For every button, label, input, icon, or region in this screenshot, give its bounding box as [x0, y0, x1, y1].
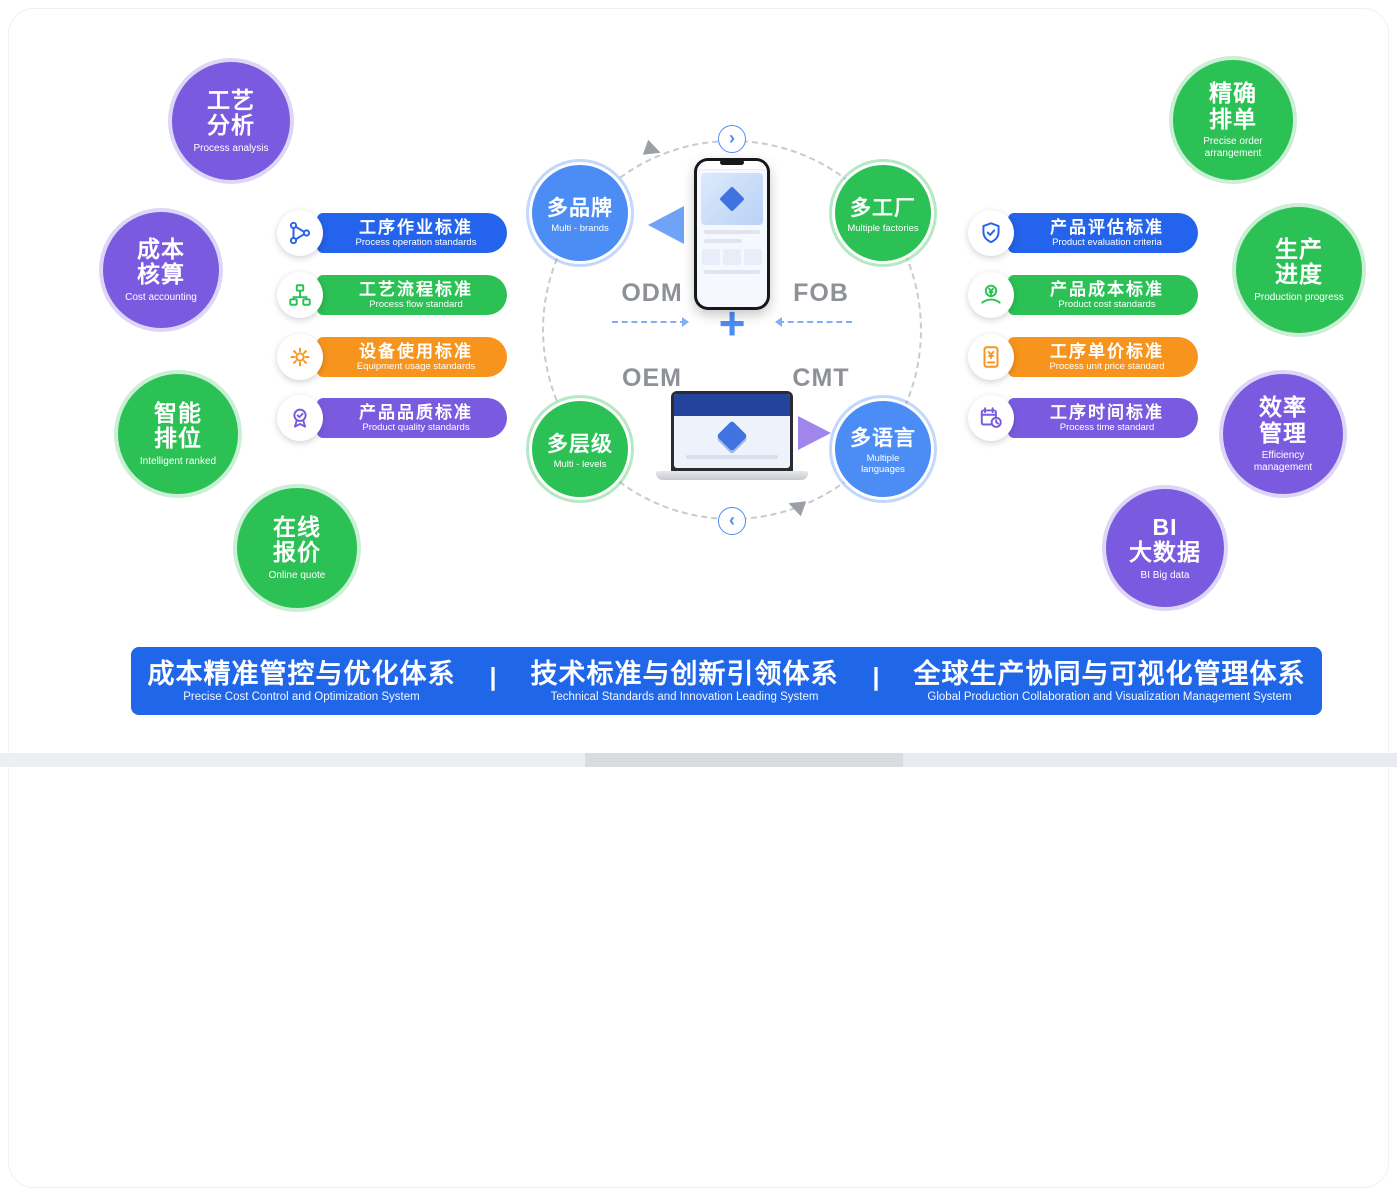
app-cube-logo-icon	[719, 186, 745, 212]
standard-banner-process-flow: 工艺流程标准 Process flow standard	[277, 272, 507, 318]
bottom-strip-right	[903, 753, 1397, 767]
standard-banner-label: 产品品质标准 Product quality standards	[317, 398, 507, 438]
footer-separator: |	[872, 662, 880, 691]
phone-mockup	[694, 158, 770, 310]
laptop-base	[656, 471, 808, 480]
standard-banner-equipment-usage: 设备使用标准 Equipment usage standards	[277, 334, 507, 380]
time-schedule-icon	[968, 395, 1014, 441]
standard-banner-label: 工序单价标准 Process unit price standard	[1008, 337, 1198, 377]
phone-notch	[720, 160, 744, 165]
standard-banner-label: 工序作业标准 Process operation standards	[317, 213, 507, 253]
laptop-mockup	[671, 391, 793, 471]
bubble-title-zh: 在线报价	[273, 513, 321, 566]
bubble-subtitle-en: Cost accounting	[125, 292, 197, 303]
standard-banner-product-cost: 产品成本标准 Product cost standards	[968, 272, 1198, 318]
shield-check-icon	[968, 210, 1014, 256]
bubble-subtitle-en: Production progress	[1254, 292, 1344, 303]
feature-bubble-process-analysis: 工艺分析 Process analysis	[172, 62, 290, 180]
feature-bubble-cost-accounting: 成本核算 Cost accounting	[103, 212, 219, 328]
standard-banner-process-time: 工序时间标准 Process time standard	[968, 395, 1198, 441]
feature-bubble-efficiency-management: 效率管理 Efficiency management	[1223, 374, 1343, 494]
standard-banner-label: 设备使用标准 Equipment usage standards	[317, 337, 507, 377]
feature-bubble-intelligent-ranking: 智能排位 Intelligent ranked	[118, 374, 238, 494]
carousel-next-button[interactable]: ›	[718, 125, 746, 153]
bubble-title-zh: 生产进度	[1275, 235, 1323, 288]
standard-banner-label: 工艺流程标准 Process flow standard	[317, 275, 507, 315]
mode-label-fob: FOB	[793, 279, 849, 307]
process-flow-icon	[277, 272, 323, 318]
price-document-icon	[968, 334, 1014, 380]
process-operation-icon	[277, 210, 323, 256]
bubble-title-zh: 智能排位	[154, 399, 202, 452]
dashed-arrow-left	[612, 317, 689, 327]
equipment-gear-icon	[277, 334, 323, 380]
footer-separator: |	[489, 662, 497, 691]
bubble-title-zh: 成本核算	[137, 235, 185, 288]
node-multi-levels: 多层级 Multi - levels	[532, 401, 628, 497]
laptop-screen-content	[674, 394, 790, 468]
mode-label-cmt: CMT	[792, 364, 850, 392]
phone-screen	[697, 161, 767, 307]
mode-label-oem: OEM	[622, 364, 682, 392]
footer-banner: 成本精准管控与优化体系 Precise Cost Control and Opt…	[131, 647, 1322, 715]
bubble-subtitle-en: Precise order arrangement	[1203, 136, 1263, 159]
standard-banner-label: 工序时间标准 Process time standard	[1008, 398, 1198, 438]
standard-banner-process-unit-price: 工序单价标准 Process unit price standard	[968, 334, 1198, 380]
feature-bubble-online-quote: 在线报价 Online quote	[237, 488, 357, 608]
footer-item-cost-control: 成本精准管控与优化体系 Precise Cost Control and Opt…	[147, 658, 456, 704]
bottom-strip-middle	[585, 753, 903, 767]
bottom-strip-left	[0, 753, 585, 767]
bubble-subtitle-en: Online quote	[268, 570, 326, 581]
arrow-to-languages-icon	[798, 416, 831, 450]
footer-item-global-collaboration: 全球生产协同与可视化管理体系 Global Production Collabo…	[913, 658, 1306, 704]
app-cube-logo-icon	[716, 420, 748, 452]
standard-banner-label: 产品评估标准 Product evaluation criteria	[1008, 213, 1198, 253]
bubble-subtitle-en: BI Big data	[1140, 570, 1190, 581]
standard-banner-product-quality: 产品品质标准 Product quality standards	[277, 395, 507, 441]
bubble-subtitle-en: Intelligent ranked	[139, 456, 217, 467]
bubble-subtitle-en: Efficiency management	[1253, 450, 1313, 473]
mode-label-odm: ODM	[621, 279, 683, 307]
bubble-title-zh: 精确排单	[1209, 79, 1257, 132]
bubble-subtitle-en: Process analysis	[193, 143, 269, 154]
node-multi-factories: 多工厂 Multiple factories	[835, 165, 931, 261]
quality-badge-icon	[277, 395, 323, 441]
node-multi-languages: 多语言 Multiple languages	[835, 401, 931, 497]
standard-banner-product-evaluation: 产品评估标准 Product evaluation criteria	[968, 210, 1198, 256]
footer-item-technical-standards: 技术标准与创新引领体系 Technical Standards and Inno…	[530, 658, 839, 704]
feature-bubble-precise-order: 精确排单 Precise order arrangement	[1173, 60, 1293, 180]
feature-bubble-production-progress: 生产进度 Production progress	[1236, 207, 1362, 333]
bubble-title-zh: 效率管理	[1259, 393, 1307, 446]
standard-banner-process-operation: 工序作业标准 Process operation standards	[277, 210, 507, 256]
chevron-left-icon: ‹	[729, 509, 735, 530]
standard-banner-label: 产品成本标准 Product cost standards	[1008, 275, 1198, 315]
node-multi-brands: 多品牌 Multi - brands	[532, 165, 628, 261]
arrow-to-brands-icon	[648, 206, 684, 244]
bubble-title-zh: 工艺分析	[207, 86, 255, 139]
carousel-prev-button[interactable]: ‹	[718, 507, 746, 535]
dashed-arrow-right	[775, 317, 852, 327]
chevron-right-icon: ›	[729, 127, 735, 148]
cost-coin-hand-icon	[968, 272, 1014, 318]
